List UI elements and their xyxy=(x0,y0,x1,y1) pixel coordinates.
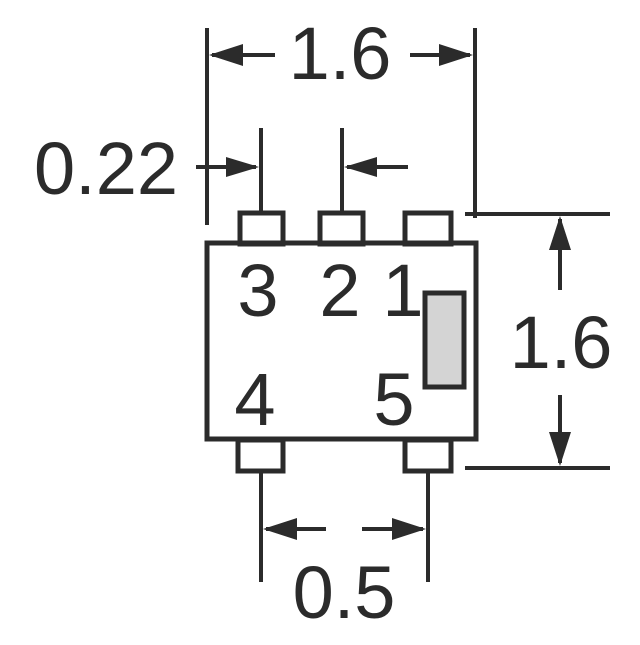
top-left-arrowhead xyxy=(209,44,243,66)
overall-height-label: 1.6 xyxy=(510,301,613,384)
pin-label-4: 4 xyxy=(234,358,275,441)
package-body xyxy=(204,240,479,442)
lead-pin3 xyxy=(237,210,286,247)
lead-right-arrowhead xyxy=(344,157,377,177)
lead-pitch-dimension: 0.5 xyxy=(259,472,430,634)
lead-width-dimension: 0.22 xyxy=(34,127,408,213)
lead-pin1 xyxy=(402,210,454,247)
pin-label-5: 5 xyxy=(373,358,414,441)
pitch-right-arrowhead xyxy=(392,518,426,540)
pitch-left-arrowhead xyxy=(263,518,297,540)
lead-width-label: 0.22 xyxy=(34,127,178,210)
lead-pin4 xyxy=(235,437,286,474)
lead-pin2 xyxy=(317,210,366,247)
lead-pin5 xyxy=(402,437,454,474)
top-width-dimension: 1.6 xyxy=(205,12,477,225)
pin-label-3: 3 xyxy=(237,249,278,332)
pin-label-2: 2 xyxy=(319,249,360,332)
right-height-dimension: 1.6 xyxy=(465,212,613,470)
pin-label-1: 1 xyxy=(382,249,423,332)
height-bottom-arrowhead xyxy=(549,432,571,466)
overall-width-label: 1.6 xyxy=(289,12,392,95)
height-top-arrowhead xyxy=(549,216,571,250)
lead-left-arrowhead xyxy=(226,157,259,177)
lead-pitch-label: 0.5 xyxy=(293,551,396,634)
top-right-arrowhead xyxy=(439,44,473,66)
pin1-marker xyxy=(422,290,467,390)
